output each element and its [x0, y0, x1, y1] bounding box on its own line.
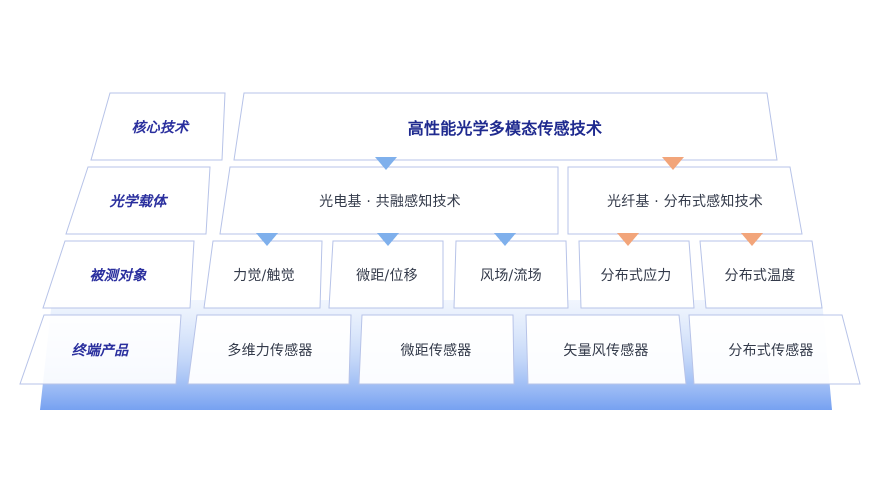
- row-label-terminal-product: 终端产品: [71, 343, 129, 359]
- carrier-photoelectric: 光电基 · 共融感知技术: [319, 194, 461, 210]
- down-arrow-icon: [256, 233, 278, 246]
- product-vector-wind-sensor: 矢量风传感器: [563, 343, 649, 359]
- down-arrow-icon: [375, 157, 397, 170]
- row-label-core-tech: 核心技术: [131, 120, 189, 136]
- object-micro-displacement: 微距/位移: [356, 268, 418, 284]
- object-force-touch: 力觉/触觉: [233, 268, 295, 284]
- object-distributed-temperature: 分布式温度: [724, 268, 796, 284]
- down-arrow-icon: [662, 157, 684, 170]
- product-distributed-sensor: 分布式传感器: [728, 343, 814, 359]
- core-tech-title: 高性能光学多模态传感技术: [407, 119, 603, 138]
- object-wind-flow: 风场/流场: [480, 268, 542, 284]
- down-arrow-icon: [494, 233, 516, 246]
- product-micro-distance-sensor: 微距传感器: [400, 343, 472, 359]
- row-label-measured-object: 被测对象: [89, 268, 147, 284]
- down-arrow-icon: [741, 233, 763, 246]
- row-label-optical-carrier: 光学载体: [109, 194, 167, 210]
- down-arrow-icon: [377, 233, 399, 246]
- object-distributed-stress: 分布式应力: [600, 268, 672, 284]
- down-arrow-icon: [617, 233, 639, 246]
- product-multidim-force-sensor: 多维力传感器: [227, 343, 313, 359]
- carrier-fiber: 光纤基 · 分布式感知技术: [607, 194, 763, 210]
